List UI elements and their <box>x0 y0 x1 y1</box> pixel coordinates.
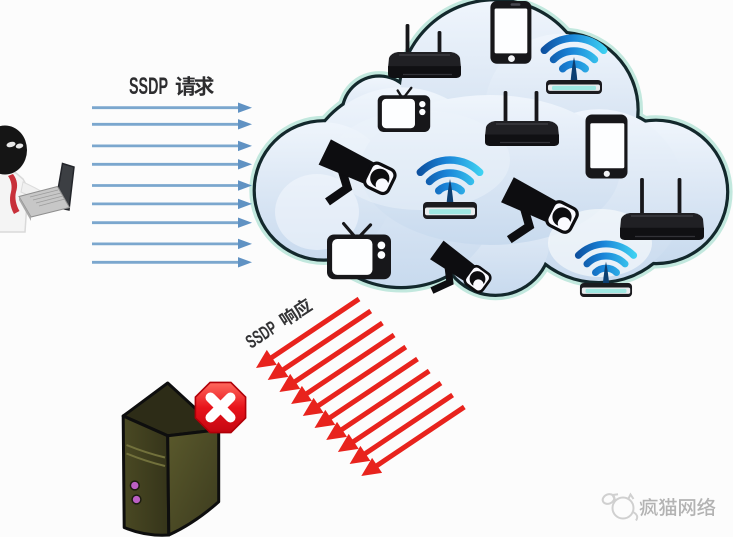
svg-text:SSDP: SSDP <box>129 73 168 100</box>
